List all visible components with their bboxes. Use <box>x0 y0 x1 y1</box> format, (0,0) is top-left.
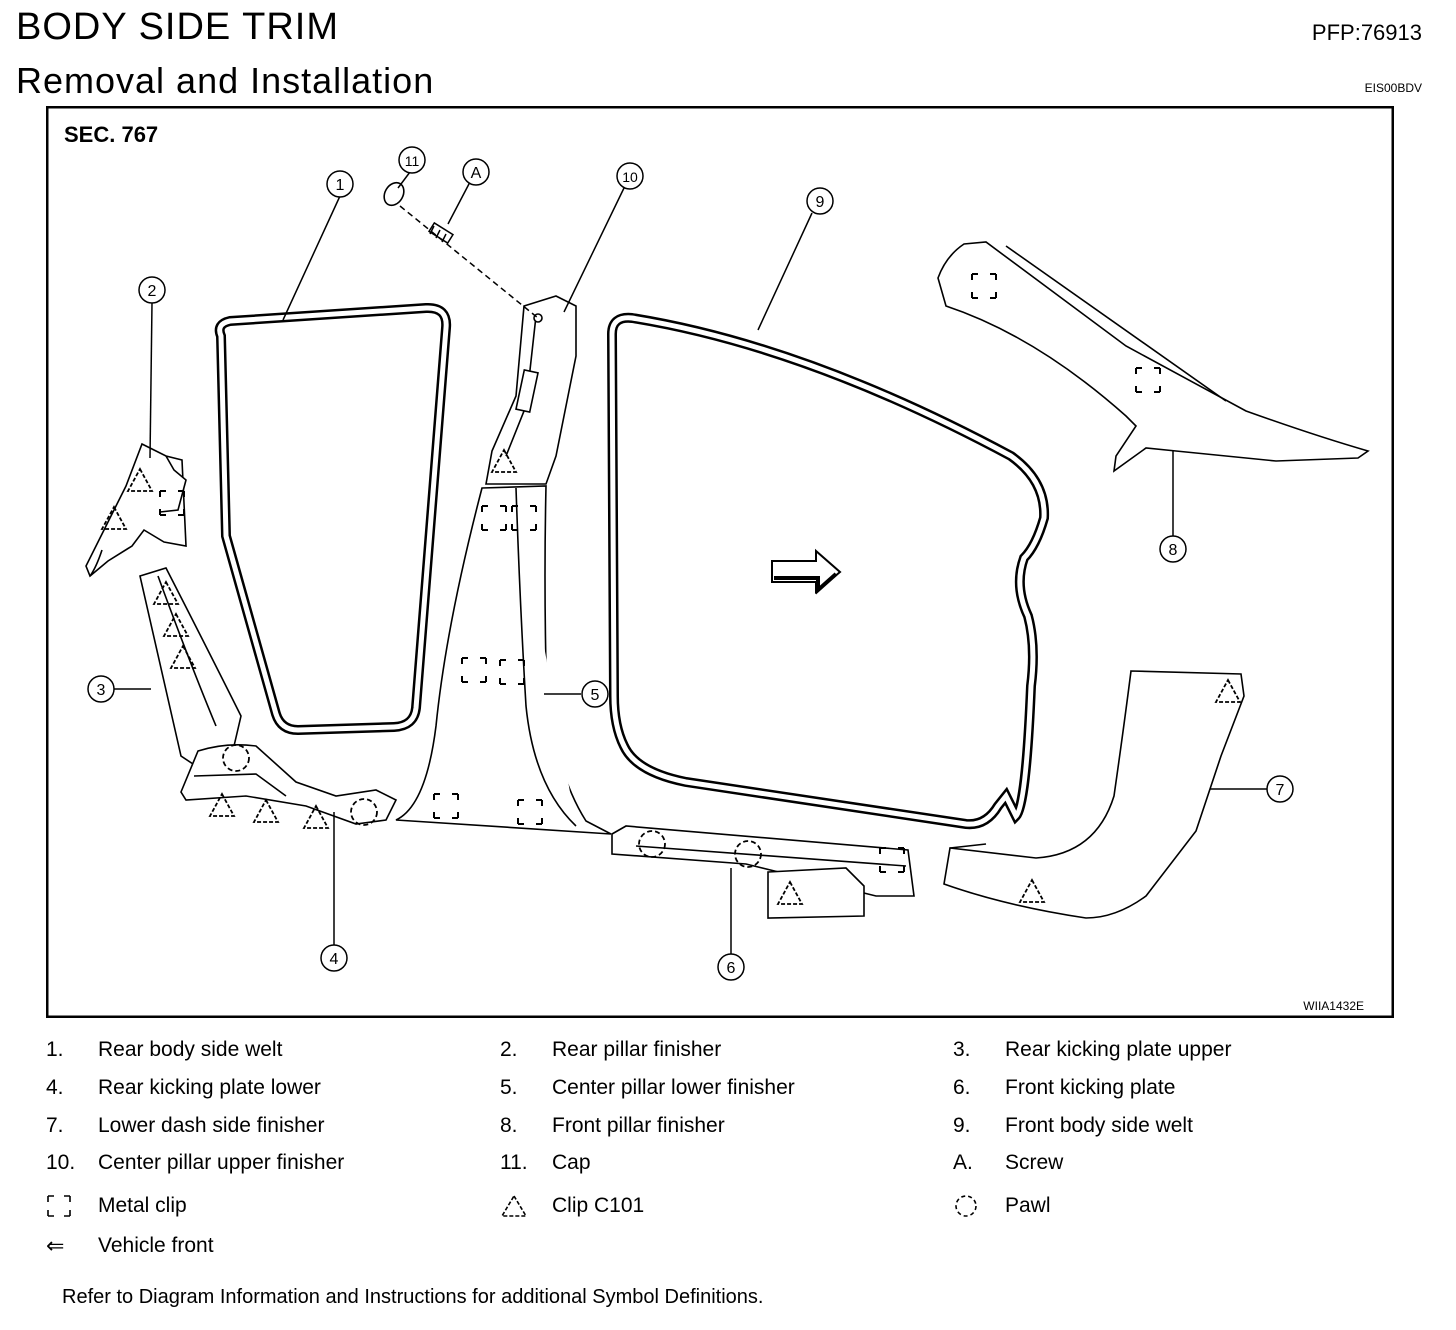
svg-text:9: 9 <box>816 194 825 211</box>
pawl-icon <box>953 1194 1005 1218</box>
callout-10: 10 <box>616 162 644 190</box>
callout-8: 8 <box>1159 535 1187 563</box>
legend-key: A. <box>953 1151 973 1174</box>
callout-7: 7 <box>1266 775 1294 803</box>
legend-label: Center pillar upper finisher <box>98 1151 345 1174</box>
callout-6: 6 <box>717 953 745 981</box>
legend-label: Rear pillar finisher <box>552 1038 722 1061</box>
legend-item: 6. Front kicking plate <box>953 1076 1175 1100</box>
legend-label: Vehicle front <box>98 1234 214 1257</box>
svg-text:10: 10 <box>622 169 638 185</box>
legend-item: 4. Rear kicking plate lower <box>46 1076 321 1100</box>
legend-key: 7. <box>46 1114 64 1137</box>
legend-key: 10. <box>46 1151 76 1174</box>
front-body-side-welt <box>606 312 1050 830</box>
legend-symbol-item: Pawl <box>953 1194 1051 1218</box>
svg-text:6: 6 <box>727 960 736 977</box>
vehicle-front-arrow-icon <box>771 548 842 595</box>
legend-key: 2. <box>500 1038 518 1061</box>
center-pillar-lower-finisher <box>395 485 612 835</box>
part-number: PFP:76913 <box>1311 20 1422 45</box>
cap-icon <box>383 181 405 207</box>
rear-pillar-finisher <box>85 442 187 578</box>
legend-label: Front body side welt <box>1005 1114 1193 1137</box>
legend-key: 9. <box>953 1114 971 1137</box>
legend-label: Cap <box>552 1151 591 1174</box>
legend-key: 1. <box>46 1038 64 1061</box>
svg-text:2: 2 <box>148 283 157 300</box>
figure-id: WIIA1432E <box>1303 999 1364 1013</box>
legend-item: 2. Rear pillar finisher <box>500 1038 721 1062</box>
svg-text:5: 5 <box>591 687 600 704</box>
section-label: SEC. 767 <box>64 122 158 147</box>
center-pillar-upper-finisher <box>485 295 577 485</box>
legend-label: Rear kicking plate lower <box>98 1076 321 1099</box>
legend-symbol-item: ⇐ Vehicle front <box>46 1234 214 1258</box>
callout-1: 1 <box>326 170 354 198</box>
lower-dash-side-finisher <box>943 670 1245 919</box>
callout-A: A <box>462 158 490 186</box>
diagram-frame <box>46 106 1394 1018</box>
rear-kicking-plate-upper <box>139 567 242 767</box>
svg-text:1: 1 <box>336 177 345 194</box>
legend-label: Screw <box>1005 1151 1064 1174</box>
vehicle-front-icon: ⇐ <box>46 1233 65 1258</box>
front-kicking-plate <box>611 825 915 919</box>
legend-item: 9. Front body side welt <box>953 1114 1193 1138</box>
svg-text:11: 11 <box>405 153 420 169</box>
legend-label: Metal clip <box>98 1194 187 1217</box>
legend-label: Clip C101 <box>552 1194 645 1217</box>
rear-body-side-welt <box>214 302 452 736</box>
leader-lines <box>112 171 1267 954</box>
svg-text:A: A <box>471 165 482 182</box>
callout-5: 5 <box>581 680 609 708</box>
callout-11: 11 <box>398 146 426 174</box>
legend-item: 7. Lower dash side finisher <box>46 1114 324 1138</box>
legend-item: A. Screw <box>953 1151 1063 1175</box>
legend-key: 5. <box>500 1076 518 1099</box>
legend-label: Front kicking plate <box>1005 1076 1176 1099</box>
footnote: Refer to Diagram Information and Instruc… <box>62 1286 764 1308</box>
legend-item: 5. Center pillar lower finisher <box>500 1076 795 1100</box>
legend-item: 1. Rear body side welt <box>46 1038 282 1062</box>
front-pillar-finisher <box>937 241 1370 473</box>
legend-label: Pawl <box>1005 1194 1051 1217</box>
svg-text:8: 8 <box>1169 542 1178 559</box>
callout-4: 4 <box>320 944 348 972</box>
legend-label: Rear kicking plate upper <box>1005 1038 1232 1061</box>
svg-text:7: 7 <box>1276 782 1285 799</box>
callout-2: 2 <box>138 276 166 304</box>
legend-key: 4. <box>46 1076 64 1099</box>
legend-symbol-item: Clip C101 <box>500 1194 644 1218</box>
page-title: BODY SIDE TRIM <box>16 6 339 48</box>
legend-label: Lower dash side finisher <box>98 1114 325 1137</box>
legend-key: 6. <box>953 1076 971 1099</box>
metal-clip-icon <box>46 1194 98 1218</box>
legend-key: 11. <box>500 1151 528 1174</box>
legend-item: 8. Front pillar finisher <box>500 1114 725 1138</box>
legend-item: 3. Rear kicking plate upper <box>953 1038 1231 1062</box>
legend-label: Rear body side welt <box>98 1038 283 1061</box>
legend-symbol-item: Metal clip <box>46 1194 187 1218</box>
exploded-diagram: SEC. 767 WIIA1432E <box>46 106 1394 1018</box>
legend-item: 11. Cap <box>500 1151 591 1175</box>
legend-item: 10. Center pillar upper finisher <box>46 1151 344 1175</box>
svg-text:3: 3 <box>97 682 106 699</box>
legend-label: Center pillar lower finisher <box>552 1076 795 1099</box>
callouts: 1 2 3 4 5 6 7 8 9 10 11 A <box>87 146 1294 981</box>
callout-3: 3 <box>87 675 115 703</box>
document-code: EIS00BDV <box>1364 81 1422 95</box>
legend-label: Front pillar finisher <box>552 1114 725 1137</box>
clip-c101-icon <box>500 1194 552 1218</box>
page-subtitle: Removal and Installation <box>16 60 435 101</box>
legend-key: 3. <box>953 1038 971 1061</box>
callout-9: 9 <box>806 187 834 215</box>
svg-text:4: 4 <box>330 951 339 968</box>
legend-key: 8. <box>500 1114 518 1137</box>
rear-kicking-plate-lower <box>180 744 398 829</box>
screw-icon <box>427 221 455 245</box>
